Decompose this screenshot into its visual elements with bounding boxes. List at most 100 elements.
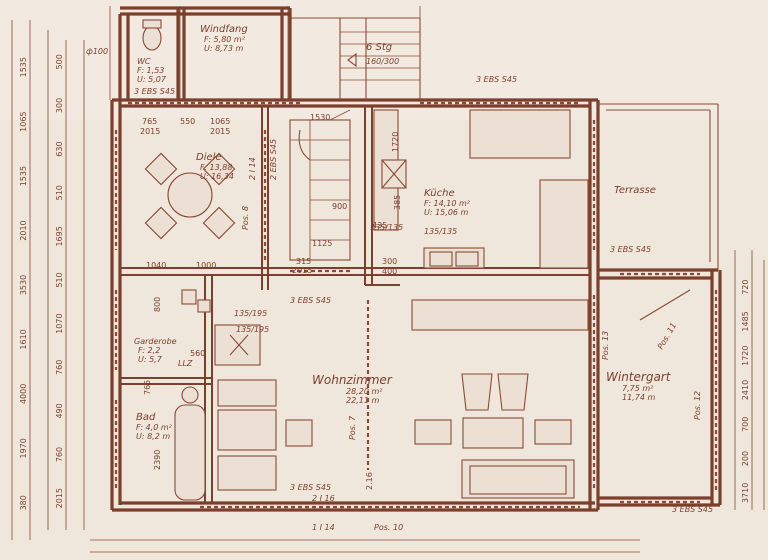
bad-area: F: 4,0 m² xyxy=(136,423,173,432)
llz-note: LLZ xyxy=(178,359,193,368)
dimension-label-left-inner: 500 xyxy=(55,54,64,69)
wohnzimmer-label: Wohnzimmer xyxy=(312,373,393,387)
ebs-note-top-right: 3 EBS S45 xyxy=(476,75,517,84)
wc-label: WC xyxy=(137,57,151,66)
wc-perimeter: U: 5,07 xyxy=(137,75,167,84)
dimension-lines-left xyxy=(11,20,85,540)
dim-385: 385 xyxy=(393,195,402,210)
dimension-lines-bottom xyxy=(90,539,640,553)
dim-435: 435 xyxy=(372,221,387,230)
kueche-area: F: 14,10 m² xyxy=(424,199,471,208)
dimension-label-left-outer: 2010 xyxy=(19,220,28,240)
living-room-furniture xyxy=(217,299,589,499)
stair-dimension: 160/300 xyxy=(366,57,399,66)
exterior-walls xyxy=(110,98,600,512)
bath-fixtures xyxy=(174,386,206,501)
dim-400: 400 xyxy=(382,267,397,276)
windfang-area: F: 5,80 m² xyxy=(204,35,246,44)
windfang-label: Windfang xyxy=(200,24,248,35)
garderobe-area: F: 2,2 xyxy=(138,346,160,355)
dimension-label-left-outer: 1970 xyxy=(19,438,28,458)
kueche-label: Küche xyxy=(424,188,455,199)
wintergarten-glazing xyxy=(639,289,691,321)
dim-300: 300 xyxy=(382,257,397,266)
pos8-note: Pos. 8 xyxy=(241,206,250,230)
dim-2015-a: 2015 xyxy=(140,127,160,136)
garderobe-perimeter: U: 5,7 xyxy=(138,355,163,364)
stair-label: 6 Stg xyxy=(366,42,392,53)
dim-2015-b: 2015 xyxy=(210,127,230,136)
ebs-note-mid: 3 EBS S45 xyxy=(290,296,331,305)
dim-800: 800 xyxy=(153,297,162,312)
dim-560: 560 xyxy=(190,349,205,358)
window-openings xyxy=(114,101,718,509)
terrace-outline xyxy=(598,103,719,270)
kueche-perimeter: U: 15,06 m xyxy=(424,208,469,217)
dimension-label-right: 720 xyxy=(741,280,750,295)
dimension-label-left-inner: 1070 xyxy=(55,313,64,333)
dimension-label-left-outer: 380 xyxy=(19,495,28,510)
diele-perimeter: U: 16,34 xyxy=(200,172,234,181)
dim-1000: 1000 xyxy=(196,261,216,270)
toilet-fixture xyxy=(142,25,162,51)
pos10-note: Pos. 10 xyxy=(374,523,403,532)
beam-bottom-note: 1 I 14 xyxy=(312,523,335,532)
dimension-label-left-inner: 760 xyxy=(55,360,64,375)
bad-label: Bad xyxy=(136,412,156,423)
toilet-tank xyxy=(142,19,162,29)
pos13-note: Pos. 13 xyxy=(601,331,610,360)
kueche-lintel-note: 2 EBS S45 xyxy=(269,139,278,180)
dim-1065: 1065 xyxy=(210,117,230,126)
dim-315: 315 xyxy=(296,257,311,266)
dim-2390: 2390 xyxy=(153,450,162,470)
diele-furniture xyxy=(144,152,236,240)
dim-765-top: 765 xyxy=(142,117,157,126)
ebs-note-right: 3 EBS S45 xyxy=(610,245,651,254)
pos7-note: Pos. 7 xyxy=(348,415,357,440)
dim-1720: 1720 xyxy=(391,132,400,152)
dimension-label-left-inner: 760 xyxy=(55,447,64,462)
dimension-label-right: 2410 xyxy=(741,380,750,400)
dimension-label-left-outer: 1535 xyxy=(19,166,28,186)
kitchen-fixtures xyxy=(373,109,589,269)
dim-2-16: 2.16 xyxy=(365,472,374,490)
dimension-label-left-inner: 490 xyxy=(55,403,64,418)
dim-900: 900 xyxy=(332,202,347,211)
dimension-label-left-inner: 300 xyxy=(55,98,64,113)
dimension-label-left-inner: 2015 xyxy=(55,488,64,508)
terrasse-label: Terrasse xyxy=(614,185,656,196)
opening-note-2: 135/195 xyxy=(236,325,269,334)
windfang-perimeter: U: 8,73 m xyxy=(204,44,243,53)
dimension-label-right: 3710 xyxy=(741,483,750,503)
beam-top-note: 2 I 16 xyxy=(312,494,335,503)
dimension-label-right: 200 xyxy=(741,451,750,466)
wohnzimmer-area: 28,20 m² xyxy=(346,387,383,396)
dimension-lines-right xyxy=(734,250,765,510)
wintergarten-perimeter: 11,74 m xyxy=(622,393,655,402)
ebs-note-bottom: 3 EBS S45 xyxy=(290,483,331,492)
dimension-label-left-inner: 1695 xyxy=(55,226,64,246)
dimension-label-left-inner: 510 xyxy=(55,272,64,287)
dimension-label-right: 700 xyxy=(741,417,750,432)
ebs-note-top-left: 3 EBS S45 xyxy=(134,87,175,96)
wintergarten-label: Wintergart xyxy=(606,370,672,384)
garderobe-fixtures xyxy=(181,289,261,366)
pos12-note: Pos. 12 xyxy=(693,391,702,420)
diele-area: F: 13,88 xyxy=(200,163,232,172)
dimension-label-left-outer: 3530 xyxy=(19,275,28,295)
dim-1040: 1040 xyxy=(146,261,166,270)
entry-annex-walls xyxy=(118,6,421,100)
opening-note-4: 135/135 xyxy=(370,223,403,232)
diele-label: Diele xyxy=(196,152,222,163)
dim-765-bath: 765 xyxy=(143,380,152,395)
entry-stair-steps xyxy=(340,31,420,81)
wohnzimmer-perimeter: 22,11 m xyxy=(346,396,379,405)
dimension-label-left-outer: 1535 xyxy=(19,57,28,77)
dim-2015-c: 2015 xyxy=(292,266,312,275)
dimension-label-left-inner: 510 xyxy=(55,185,64,200)
garderobe-label: Garderobe xyxy=(134,337,177,346)
dimension-label-left-outer: 1065 xyxy=(19,111,28,131)
interior-walls xyxy=(120,106,722,507)
